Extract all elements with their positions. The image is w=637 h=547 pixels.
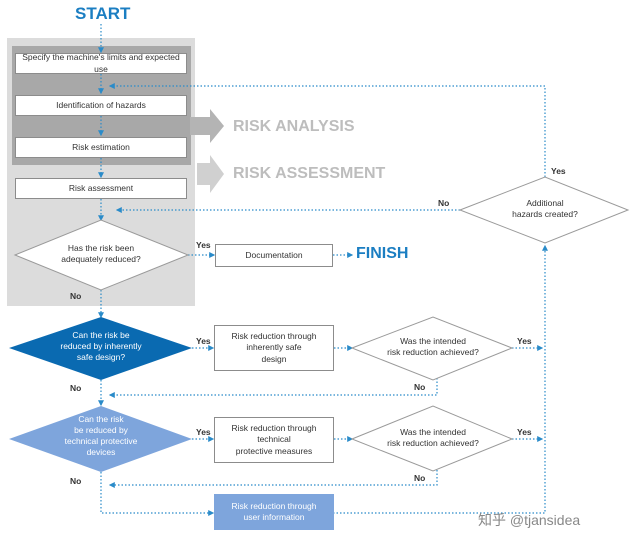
achieved1-line-1: Was the intended [400, 336, 466, 346]
inherent-line-1: Risk reduction through [231, 330, 317, 341]
achieved1-line-2: risk reduction achieved? [387, 347, 479, 358]
estimation-text: Risk estimation [72, 141, 130, 152]
risk-analysis-arrow [190, 109, 224, 143]
userinfo-line-1: Risk reduction through [231, 500, 317, 511]
yes-label-achieved2: Yes [517, 427, 532, 437]
adequate-line-1: Has the risk been [67, 243, 135, 253]
adequate-text: Has the risk been adequately reduced? [40, 243, 162, 265]
inherent-line-2: inherently safe [246, 342, 302, 353]
connector-achieved2-no [108, 470, 438, 488]
userinfo-line-2: user information [243, 512, 305, 522]
hazards-box: Identification of hazards [15, 95, 187, 116]
documentation-text: Documentation [245, 249, 303, 260]
additional-line-1: Additional [526, 198, 564, 208]
yes-label-protective: Yes [196, 427, 211, 437]
no-label-additional: No [438, 198, 450, 208]
diamond-achieved-2 [350, 405, 514, 472]
no-label-protective: No [70, 476, 82, 486]
documentation-box: Documentation [215, 244, 333, 267]
additional-text: Additional hazards created? [485, 198, 605, 220]
diamond-adequate [13, 219, 190, 291]
watermark-text: 知乎 @tjansidea [478, 512, 581, 528]
inherent-reduction-box: Risk reduction through inherently safe d… [214, 325, 334, 371]
user-info-box: Risk reduction through user information [214, 494, 334, 530]
inherent-text: Can the risk be reduced by inherently sa… [40, 330, 162, 363]
start-label: START [75, 4, 131, 23]
additional-line-2: hazards created? [512, 209, 578, 220]
adequate-line-2: adequately reduced? [61, 254, 141, 265]
assessment-box: Risk assessment [15, 178, 187, 199]
assessment-text: Risk assessment [68, 182, 134, 193]
estimation-box: Risk estimation [15, 137, 187, 158]
yes-label-achieved1: Yes [517, 336, 532, 346]
protective-text: Can the risk be reduced by technical pro… [40, 414, 162, 458]
no-label-achieved2: No [414, 473, 426, 483]
risk-assessment-label: RISK ASSESSMENT [233, 165, 386, 182]
protective-q-line-1: Can the risk [78, 414, 124, 424]
protective-q-line-3: technical protective [64, 436, 138, 447]
protective-line-1: Risk reduction through [231, 422, 317, 433]
achieved2-line-1: Was the intended [400, 427, 466, 437]
inherent-q-line-3: safe design? [76, 352, 126, 363]
diamond-inherent [9, 317, 192, 380]
yes-label-additional: Yes [551, 166, 566, 176]
connector-userinfo-up [333, 244, 548, 514]
connector-protective-userinfo [100, 472, 215, 516]
no-label-adequate: No [70, 291, 82, 301]
no-label-achieved1: No [414, 382, 426, 392]
connector-achieved1-no [108, 378, 438, 398]
yes-label-inherent: Yes [196, 336, 211, 346]
achieved2-text: Was the intended risk reduction achieved… [372, 427, 494, 449]
inherent-line-3: design [261, 353, 287, 364]
diamond-additional [458, 176, 630, 244]
risk-assessment-arrow [197, 155, 224, 193]
protective-q-line-2: be reduced by [74, 425, 128, 436]
achieved2-line-2: risk reduction achieved? [387, 438, 479, 449]
yes-label-adequate: Yes [196, 240, 211, 250]
hazards-text: Identification of hazards [56, 99, 146, 110]
inherent-q-line-1: Can the risk be [72, 330, 130, 340]
achieved1-text: Was the intended risk reduction achieved… [372, 336, 494, 358]
protective-line-3: protective measures [235, 445, 313, 456]
limits-box: Specify the machine's limits and expecte… [15, 52, 187, 74]
diamond-protective [9, 406, 192, 472]
diamond-achieved-1 [350, 316, 514, 381]
no-label-inherent: No [70, 383, 82, 393]
connector-additional-yes [108, 83, 546, 177]
protective-q-line-4: devices [86, 447, 116, 458]
finish-label: FINISH [356, 245, 409, 262]
protective-reduction-box: Risk reduction through technical protect… [214, 417, 334, 463]
protective-line-2: technical [257, 434, 291, 445]
limits-text: Specify the machine's limits and expecte… [22, 52, 180, 74]
risk-analysis-label: RISK ANALYSIS [233, 118, 355, 135]
inherent-q-line-2: reduced by inherently [60, 341, 142, 352]
